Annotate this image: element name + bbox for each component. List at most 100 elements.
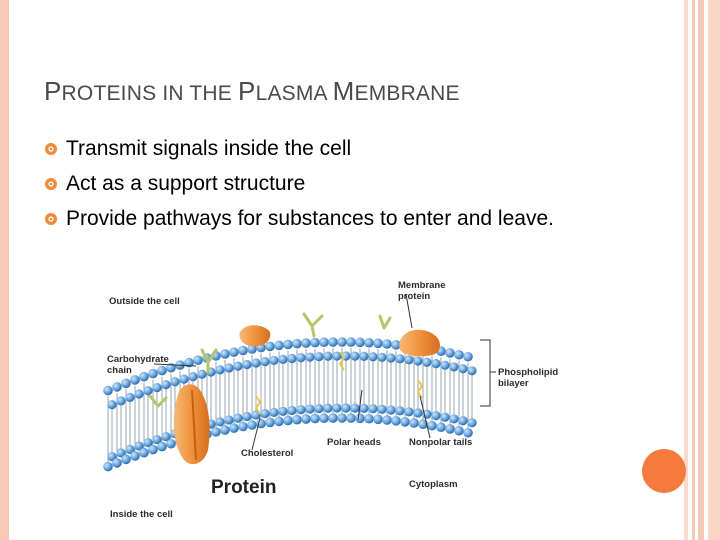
phospholipid-head	[346, 337, 356, 347]
phospholipid-head	[233, 413, 243, 423]
phospholipid-head	[283, 415, 293, 426]
phospholipid-head	[332, 351, 342, 361]
phospholipid-head	[427, 420, 437, 431]
carbohydrate-chains	[148, 312, 392, 408]
phospholipid-head	[116, 396, 126, 406]
leader-lines	[153, 293, 496, 451]
phospholipid-head	[229, 347, 239, 357]
phospholipid-head	[314, 351, 324, 362]
phospholipid-head	[332, 403, 342, 413]
phospholipid-head	[107, 399, 117, 410]
phospholipid-head	[247, 420, 257, 430]
phospholipid-head	[337, 413, 347, 423]
gear-bullet-icon	[45, 212, 57, 225]
phospholipid-head	[134, 441, 144, 451]
phospholipid-head	[301, 414, 311, 424]
phospholipid-head	[121, 378, 131, 389]
phospholipid-head	[431, 411, 441, 421]
phospholipid-head	[161, 380, 171, 390]
cholesterol-molecules	[254, 351, 424, 415]
phospholipid-head	[103, 461, 113, 472]
phospholipid-head	[359, 403, 369, 413]
gear-bullet-icon	[45, 142, 57, 155]
phospholipid-head	[260, 357, 270, 367]
phospholipid-head	[404, 355, 414, 365]
phospholipid-head	[467, 418, 477, 428]
label-protein: Protein	[211, 477, 277, 498]
phospholipid-head	[377, 352, 387, 362]
phospholipid-head	[197, 369, 207, 379]
bullet-item: Transmit signals inside the cell	[44, 131, 554, 166]
phospholipid-head	[413, 408, 423, 418]
phospholipid-head	[278, 354, 288, 364]
label-cytoplasm: Cytoplasm	[409, 479, 458, 490]
phospholipid-head	[400, 417, 410, 427]
phospholipid-head	[157, 365, 167, 376]
phospholipid-head	[179, 374, 189, 384]
phospholipid-head	[251, 358, 261, 368]
phospholipid-head	[364, 337, 374, 348]
slide-title: PROTEINS IN THE PLASMA MEMBRANE	[44, 76, 644, 107]
phospholipid-head	[103, 385, 113, 396]
phospholipid-head	[463, 427, 473, 438]
phospholipid-head	[260, 409, 270, 419]
phospholipid-head	[449, 414, 459, 424]
phospholipid-head	[274, 416, 284, 427]
phospholipid-head	[224, 415, 234, 425]
label-polar-heads: Polar heads	[327, 437, 381, 448]
phospholipid-head	[431, 359, 441, 369]
label-cholesterol: Cholesterol	[241, 448, 294, 459]
phospholipid-head	[152, 382, 162, 393]
phospholipid-head	[107, 451, 117, 462]
phospholipid-head	[323, 351, 333, 361]
phospholipid-head	[269, 407, 279, 418]
phospholipid-head	[170, 377, 180, 387]
right-border-stripes	[684, 0, 720, 540]
phospholipid-head	[112, 382, 122, 392]
phospholipid-head	[188, 371, 198, 382]
phospholipid-head	[350, 403, 360, 413]
phospholipid-head	[305, 404, 315, 414]
phospholipid-head	[445, 348, 455, 358]
phospholipid-head	[269, 355, 279, 366]
phospholipid-head	[238, 345, 248, 356]
phospholipid-head	[440, 412, 450, 422]
phospholipid-head	[395, 354, 405, 364]
bullet-text: Transmit signals inside the cell	[66, 136, 352, 160]
phospholipid-head	[391, 416, 401, 426]
phospholipid-head	[116, 448, 126, 458]
phospholipid-head	[337, 337, 347, 347]
phospholipid-head	[292, 414, 302, 425]
title-part: P	[44, 76, 62, 106]
phospholipid-head	[211, 427, 221, 437]
phospholipid-head	[215, 365, 225, 375]
phospholipid-head	[139, 447, 149, 458]
phospholipid-head	[220, 425, 230, 435]
phospholipid-head	[242, 411, 252, 422]
label-phospholipid-bilayer: Phospholipid bilayer	[498, 367, 559, 389]
plasma-membrane-diagram: Outside the cell Membrane protein Carboh…	[100, 272, 580, 524]
phospholipid-head	[139, 371, 149, 382]
phospholipid-head	[467, 366, 477, 376]
phospholipid-head	[409, 418, 419, 428]
phospholipid-head	[310, 337, 320, 348]
phospholipid-head	[310, 413, 320, 424]
phospholipid-head	[323, 403, 333, 413]
phospholipid-head	[125, 444, 135, 454]
phospholipid-head	[166, 438, 176, 449]
phospholipid-head	[386, 405, 396, 415]
phospholipid-head	[359, 351, 369, 361]
phospholipid-head	[287, 405, 297, 416]
phospholipid-head	[314, 403, 324, 414]
title-part: LASMA	[255, 82, 333, 105]
phospholipid-head	[413, 356, 423, 366]
phospholipid-head	[422, 357, 432, 367]
phospholipid-head	[152, 434, 162, 445]
phospholipid-head	[355, 413, 365, 424]
phospholipid-head	[161, 432, 171, 442]
phospholipid-head	[292, 338, 302, 349]
phospholipid-head	[296, 353, 306, 363]
membrane-protein	[239, 325, 441, 357]
phospholipid-head	[454, 349, 464, 360]
